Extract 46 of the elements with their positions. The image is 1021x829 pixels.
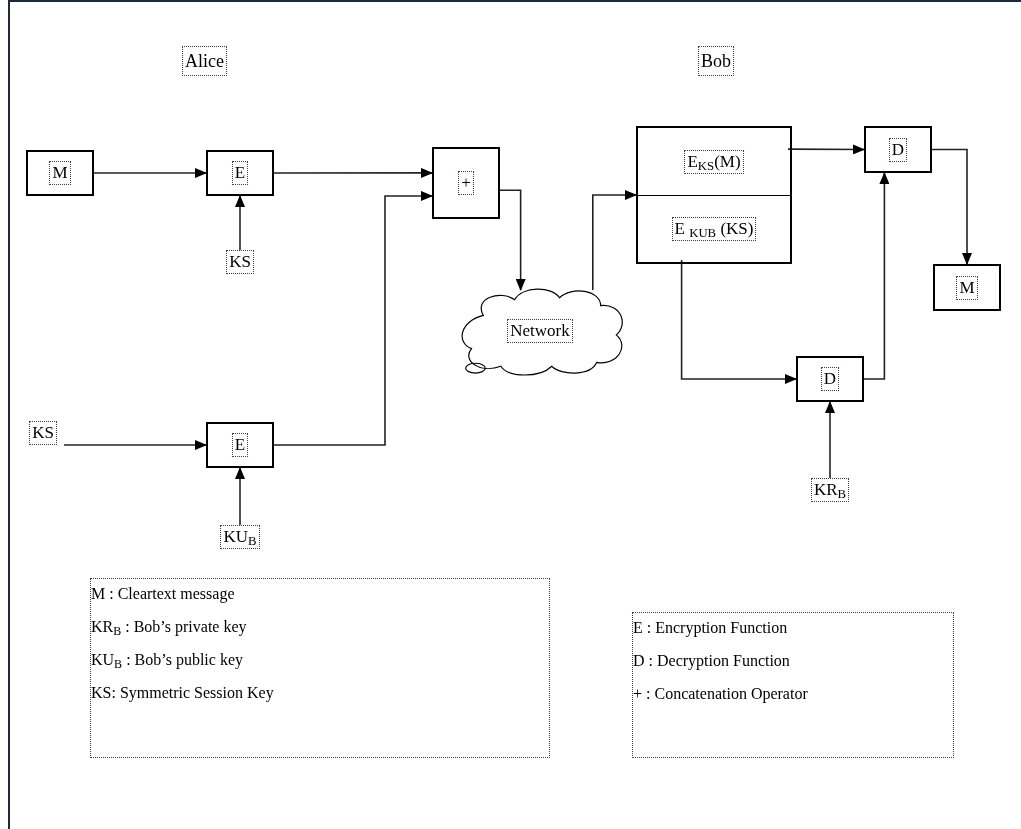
process-box: [432, 147, 500, 219]
arrow: [235, 195, 245, 251]
node-label: KS: [29, 421, 57, 445]
party-label: Alice: [182, 46, 227, 76]
arrow: [499, 189, 526, 291]
process-box: [796, 356, 864, 402]
node-label: Network: [507, 319, 573, 343]
key-entry: M : Cleartext message: [91, 584, 235, 605]
arrow: [863, 172, 890, 380]
node-label: E: [231, 433, 249, 457]
node-label: E $_{KUB}$ (KS): [671, 217, 757, 241]
arrow: [273, 190, 433, 446]
process-box: [26, 150, 94, 196]
node-label: D: [888, 137, 908, 162]
node-label: KS: [226, 250, 254, 274]
node-label: +: [458, 171, 474, 195]
node-label: M: [956, 275, 978, 300]
node-label: E$_{KS}$(M): [684, 149, 744, 174]
arrow: [931, 148, 972, 265]
arrow: [63, 440, 207, 450]
arrow: [680, 259, 797, 384]
arrow: [235, 467, 245, 526]
arrow: [825, 401, 835, 479]
node-label: E: [231, 161, 249, 185]
arrow: [93, 168, 207, 178]
arrow: [592, 190, 637, 291]
process-box: [933, 264, 1001, 311]
key-entry: KU$_{B}$ : Bob’s public key: [91, 650, 243, 671]
key-entry: + : Concatenation Operator: [633, 684, 808, 705]
node-label: KR$_{B}$: [810, 478, 850, 502]
process-box: [206, 150, 274, 196]
arrow: [273, 167, 433, 178]
key-box: [632, 612, 954, 758]
key-entry: KS: Symmetric Session Key: [91, 683, 274, 704]
process-box: [864, 126, 932, 173]
key-entry: D : Decryption Function: [633, 651, 790, 672]
key-box: [90, 578, 550, 758]
node-label: M: [49, 161, 71, 185]
node-label: KU$_{B}$: [220, 525, 260, 549]
arrow: [787, 144, 865, 155]
process-box: [206, 422, 274, 468]
party-label: Bob: [698, 46, 734, 76]
key-entry: E : Encryption Function: [633, 618, 788, 639]
container-box: [636, 126, 792, 264]
node-label: D: [820, 367, 840, 391]
key-entry: KR$_{B}$ : Bob’s private key: [91, 617, 247, 638]
